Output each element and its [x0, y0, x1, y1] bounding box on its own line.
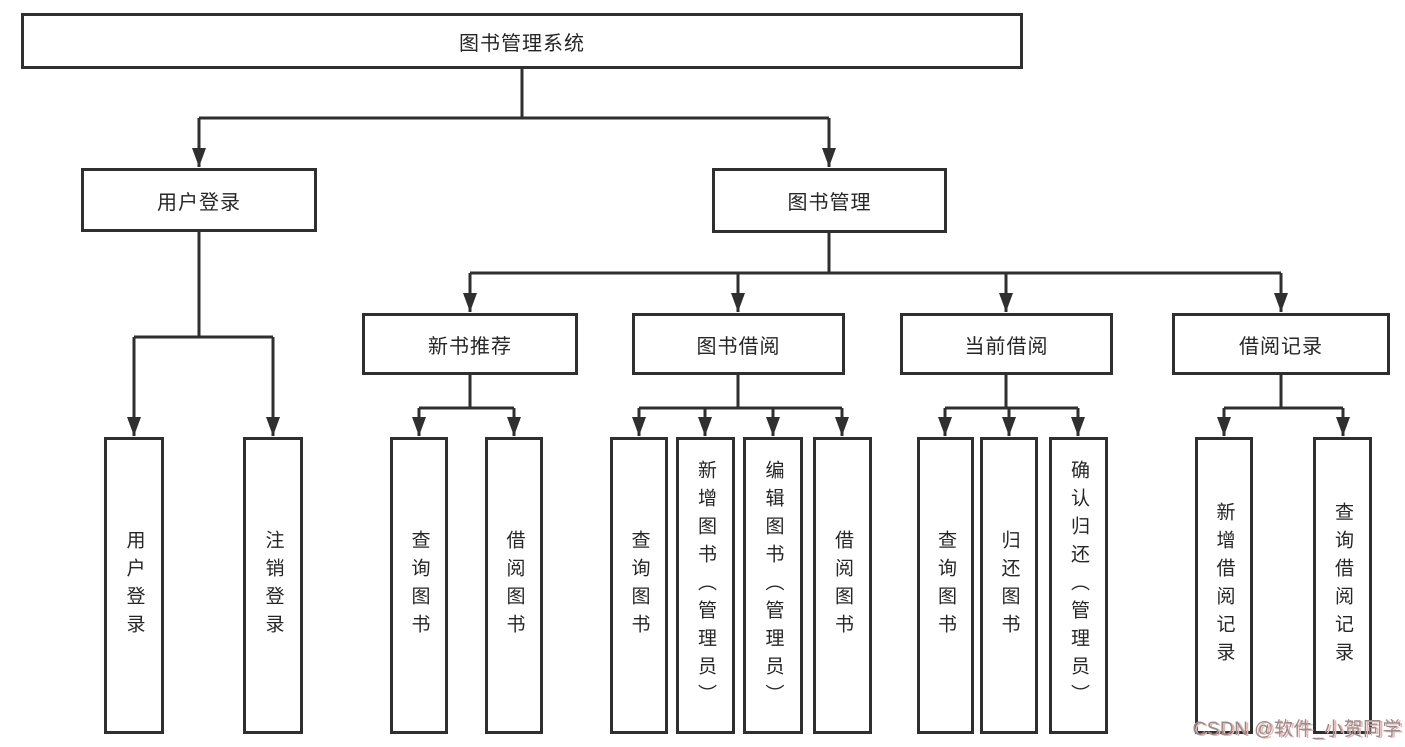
leaf-borrowing-edit-books-admin: 编辑图书（管理员） — [743, 437, 803, 734]
node-library-system: 图书管理系统 — [21, 13, 1023, 69]
leaf-records-query-record: 查询借阅记录 — [1313, 437, 1372, 734]
leaf-borrowing-query-books: 查询图书 — [610, 437, 668, 734]
leaf-current-query-books: 查询图书 — [917, 437, 974, 734]
leaf-newbooks-query-books: 查询图书 — [390, 437, 448, 734]
node-book-borrowing: 图书借阅 — [632, 313, 845, 375]
leaf-current-return-books: 归还图书 — [980, 437, 1038, 734]
leaf-borrowing-borrow-books: 借阅图书 — [813, 437, 872, 734]
node-current-borrowing: 当前借阅 — [900, 313, 1113, 375]
leaf-logout: 注销登录 — [243, 437, 303, 734]
node-new-book-recommend: 新书推荐 — [362, 313, 578, 375]
csdn-watermark: CSDN @软件_小贺同学 — [1192, 719, 1402, 740]
leaf-records-add-record: 新增借阅记录 — [1195, 437, 1253, 734]
leaf-user-login: 用户登录 — [104, 437, 164, 734]
node-user-login: 用户登录 — [81, 168, 317, 232]
leaf-borrowing-add-books-admin: 新增图书（管理员） — [676, 437, 735, 734]
node-book-management: 图书管理 — [712, 168, 947, 233]
node-borrowing-records: 借阅记录 — [1172, 313, 1390, 375]
leaf-current-confirm-return-admin: 确认归还（管理员） — [1049, 437, 1108, 734]
leaf-newbooks-borrow-books: 借阅图书 — [485, 437, 543, 734]
